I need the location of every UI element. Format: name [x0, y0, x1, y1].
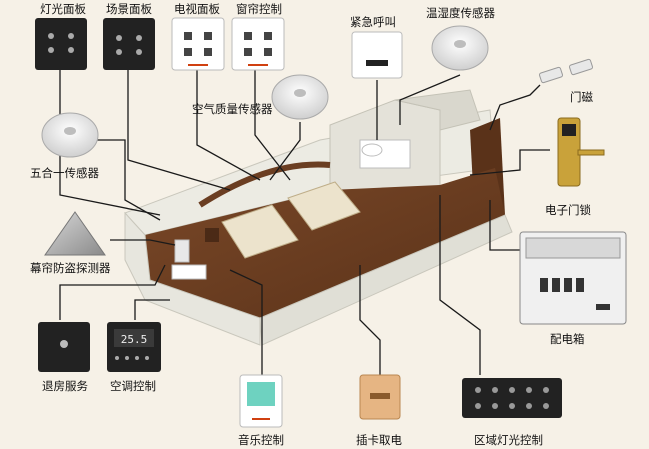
hotel-room-model [124, 89, 513, 346]
label-scene-panel: 场景面板 [106, 2, 152, 16]
label-distribution-box: 配电箱 [550, 332, 585, 346]
front-left-wall [124, 211, 261, 346]
line-tv-panel [196, 70, 261, 181]
distribution-box-device [519, 231, 627, 325]
line-five-in-one [90, 139, 161, 221]
label-air-quality-sensor: 空气质量传感器 [192, 102, 273, 116]
line-ac [134, 299, 170, 320]
scene-panel-icon [103, 18, 155, 70]
line-air-sensor [269, 122, 301, 181]
line-distribution [489, 200, 520, 251]
wall-switch [174, 239, 190, 263]
label-ac-control: 空调控制 [110, 379, 156, 393]
line-light-panel [59, 70, 161, 216]
curtain-control-device [231, 17, 285, 71]
light-panel-device [35, 18, 87, 70]
curtain-detector-icon [44, 211, 106, 256]
bed-right [287, 181, 361, 231]
ac-display: 25.5 [121, 333, 148, 346]
line-zone-light [439, 195, 481, 375]
line-music [229, 269, 263, 375]
bathroom-top-wall [394, 89, 481, 131]
line-curtain [254, 70, 291, 181]
sofa [171, 264, 207, 280]
tv-panel-device [171, 17, 225, 71]
label-checkout-service: 退房服务 [42, 379, 88, 393]
label-door-magnet: 门磁 [570, 90, 593, 104]
label-tv-panel: 电视面板 [174, 2, 220, 16]
label-light-panel: 灯光面板 [40, 2, 86, 16]
label-music-control: 音乐控制 [238, 433, 284, 447]
label-card-power: 插卡取电 [356, 433, 402, 447]
line-checkout [59, 264, 166, 320]
scene-panel-device [103, 18, 155, 70]
label-zone-light-control: 区域灯光控制 [474, 433, 543, 447]
music-control-device [239, 374, 283, 428]
label-curtain-control: 窗帘控制 [236, 2, 282, 16]
front-bottom-wall [259, 214, 513, 346]
air-quality-sensor-device [271, 74, 329, 120]
label-emergency-call: 紧急呼叫 [350, 15, 396, 29]
label-curtain-detector: 幕帘防盗探测器 [30, 261, 111, 275]
curtain-control-icon [231, 17, 285, 71]
emergency-call-device [351, 31, 403, 79]
bed-left [221, 204, 299, 259]
room-floor [145, 168, 505, 318]
card-power-device [359, 374, 401, 420]
electronic-lock-device [557, 117, 605, 187]
door-magnet-icon [539, 66, 563, 84]
line-lock [469, 149, 550, 176]
ac-control-device: 25.5 [107, 322, 161, 372]
line-curtain-detector [110, 239, 176, 246]
curtain-detector-device [44, 211, 106, 256]
five-in-one-sensor-device [41, 112, 99, 158]
emergency-call-icon [351, 31, 403, 79]
line-card-power [359, 265, 381, 375]
connector-lines [59, 70, 550, 375]
bedside-table [205, 228, 219, 242]
door-magnet-device [539, 58, 593, 84]
line-scene-panel [127, 70, 231, 191]
line-door-magnet [489, 84, 541, 131]
light-panel-icon [35, 18, 87, 70]
label-temp-humidity-sensor: 温湿度传感器 [426, 6, 495, 20]
zone-light-control-icon [462, 378, 562, 418]
temp-humidity-sensor-device [431, 25, 489, 71]
toilet [361, 143, 383, 157]
device-labels: 灯光面板 场景面板 电视面板 窗帘控制 紧急呼叫 温湿度传感器 空气质量传感器 … [30, 2, 593, 447]
tv-panel-icon [171, 17, 225, 71]
checkout-service-device [38, 322, 90, 372]
line-temp-sensor [399, 74, 461, 125]
label-electronic-lock: 电子门锁 [545, 203, 591, 217]
zone-light-control-device [462, 378, 562, 418]
headboard [198, 161, 331, 208]
label-five-in-one-sensor: 五合一传感器 [30, 166, 99, 180]
